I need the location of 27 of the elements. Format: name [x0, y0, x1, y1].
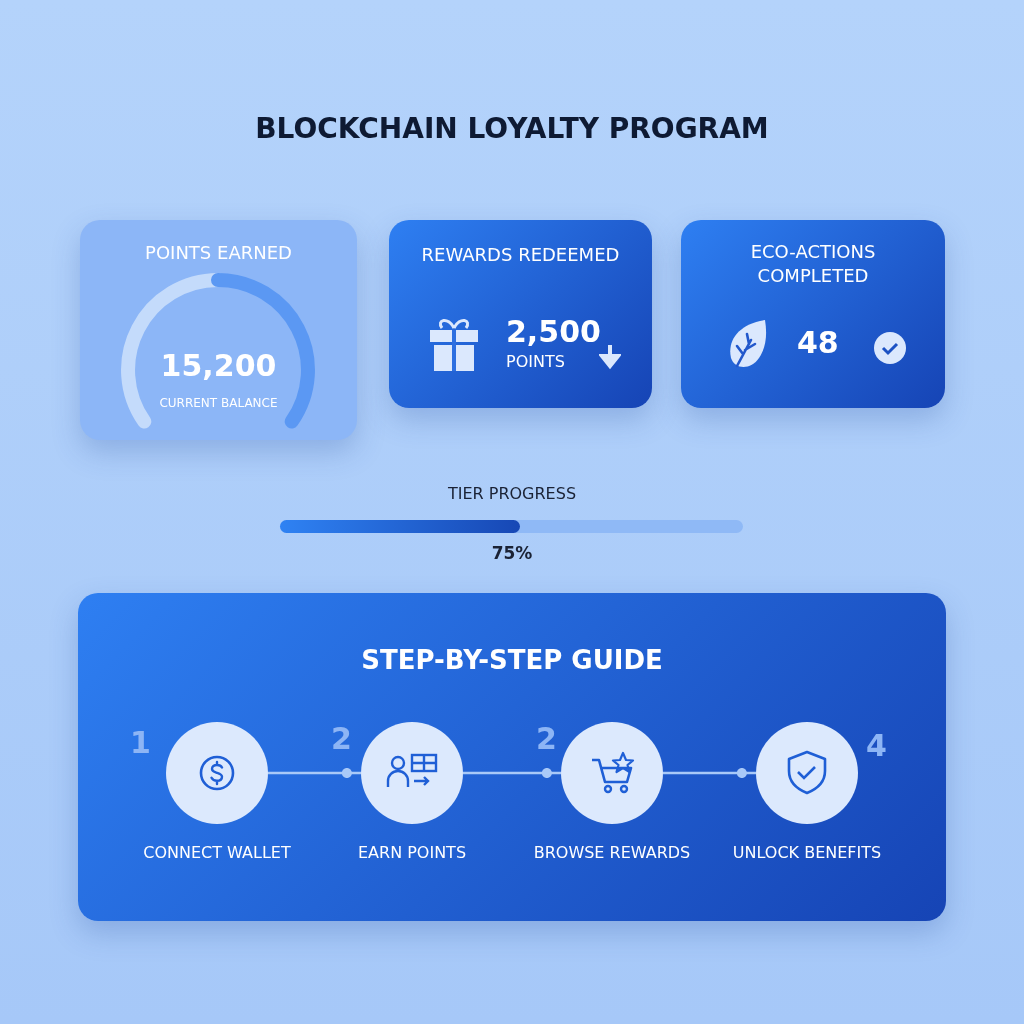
step-label: EARN POINTS [356, 842, 468, 864]
guide-panel [78, 593, 946, 921]
step-label: CONNECT WALLET [142, 842, 292, 864]
step-number: 2 [331, 721, 352, 756]
stat-value: 48 [797, 325, 839, 360]
stat-card [80, 220, 357, 440]
section-label: TIER PROGRESS [446, 484, 578, 503]
step-label: BROWSE REWARDS [532, 842, 692, 864]
connector-line [268, 767, 361, 779]
step-number: 4 [866, 728, 887, 763]
connector-line [663, 767, 756, 779]
stat-card [681, 220, 945, 408]
stat-value: 2,500 [506, 314, 601, 349]
progress-percent: 75% [490, 543, 534, 563]
stat-value: 15,200 [159, 348, 278, 383]
step-number: 2 [536, 721, 557, 756]
stat-card [389, 220, 652, 408]
step-number: 1 [130, 725, 151, 760]
stat-caption: CURRENT BALANCE [158, 396, 279, 410]
step-label: UNLOCK BENEFITS [731, 842, 883, 864]
card-heading: POINTS EARNED [144, 242, 293, 263]
card-heading: REWARDS REDEEMED [420, 244, 621, 265]
card-heading: ECO-ACTIONS COMPLETED [749, 240, 877, 288]
connector-line [463, 767, 561, 779]
panel-heading: STEP-BY-STEP GUIDE [360, 645, 664, 675]
title: BLOCKCHAIN LOYALTY PROGRAM [254, 112, 770, 145]
stat-unit: POINTS [506, 352, 565, 371]
